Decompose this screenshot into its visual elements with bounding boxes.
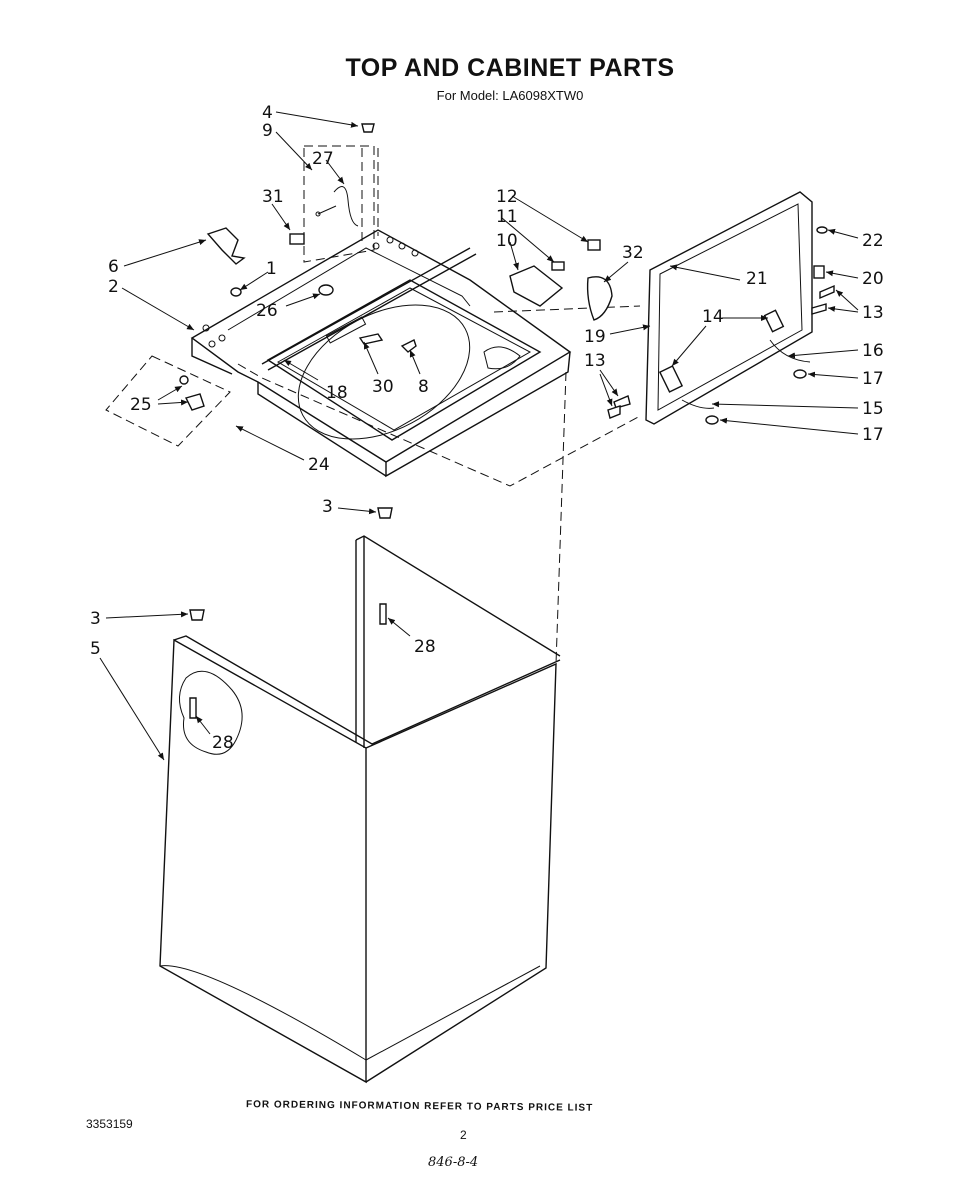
callout-4: 4 [262, 103, 273, 123]
callout-24: 24 [308, 455, 330, 475]
callout-2: 2 [108, 277, 119, 297]
callout-10: 10 [496, 231, 518, 251]
callout-28-left: 28 [212, 733, 234, 753]
lid-hinge-bar [261, 247, 471, 365]
callout-27: 27 [312, 149, 334, 169]
small-parts [179, 123, 835, 719]
callout-12: 12 [496, 187, 518, 207]
callout-1: 1 [266, 259, 277, 279]
callout-21: 21 [746, 269, 768, 289]
callout-14: 14 [702, 307, 724, 327]
callout-16: 16 [862, 341, 884, 361]
model-subtitle: For Model: LA6098XTW0 [436, 88, 584, 103]
callout-17-top: 17 [862, 369, 884, 389]
page-title: TOP AND CABINET PARTS [345, 54, 675, 82]
callout-25: 25 [130, 395, 152, 415]
leader-lines [99, 111, 859, 761]
document-number: 3353159 [86, 1117, 133, 1131]
callout-11: 11 [496, 207, 518, 227]
callout-31: 31 [262, 187, 284, 207]
callout-labels: 4 9 27 31 6 1 2 26 18 30 8 25 24 12 11 1… [90, 103, 884, 753]
callout-9: 9 [262, 121, 273, 141]
callout-3-top: 3 [322, 497, 333, 517]
callout-20: 20 [862, 269, 884, 289]
callout-6: 6 [108, 257, 119, 277]
callout-5: 5 [90, 639, 101, 659]
callout-22: 22 [862, 231, 884, 251]
callout-19: 19 [584, 327, 606, 347]
cabinet-top [190, 229, 572, 478]
callout-15: 15 [862, 399, 884, 419]
callout-18: 18 [326, 383, 348, 403]
handwritten-note: 846-8-4 [428, 1155, 479, 1170]
callout-32: 32 [622, 243, 644, 263]
callout-13-right: 13 [862, 303, 884, 323]
callout-3-left: 3 [90, 609, 101, 629]
cabinet [159, 535, 561, 1084]
callout-13-left: 13 [584, 351, 606, 371]
callout-8: 8 [418, 377, 429, 397]
callout-17-bottom: 17 [862, 425, 884, 445]
page-number: 2 [460, 1128, 467, 1142]
callout-30: 30 [372, 377, 394, 397]
callout-26: 26 [256, 301, 278, 321]
callout-28-right: 28 [414, 637, 436, 657]
lid [645, 191, 813, 425]
